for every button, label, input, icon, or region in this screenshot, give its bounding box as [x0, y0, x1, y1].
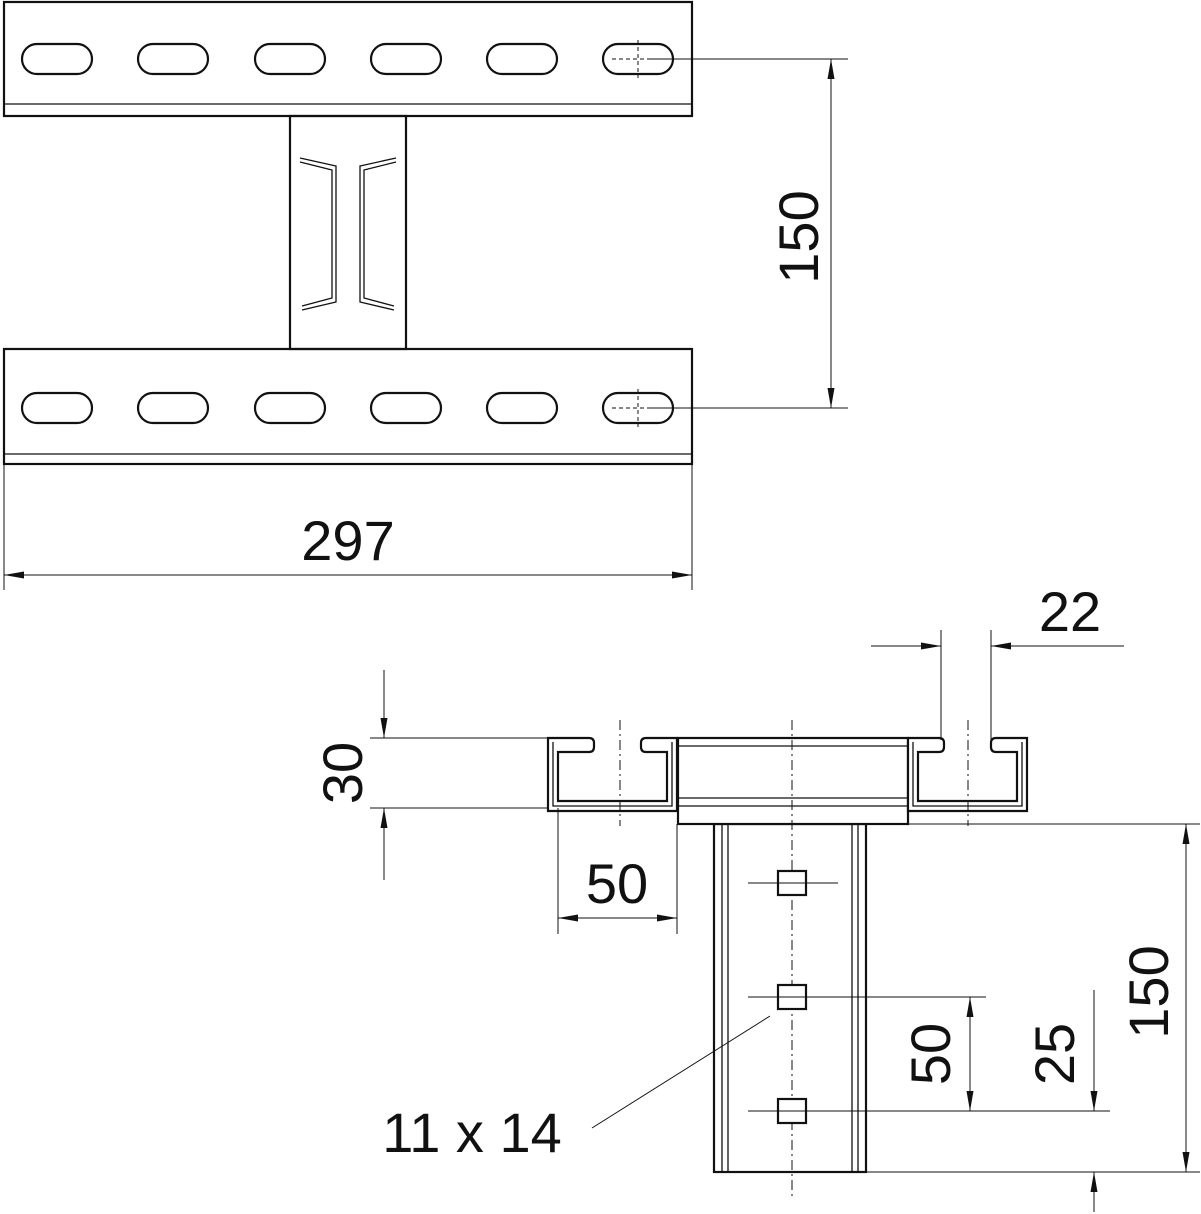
left-channel: [546, 736, 679, 813]
top-plate: [676, 736, 910, 826]
dim-hole-spacing-label: 50: [899, 1023, 962, 1085]
lower-rail-slots: [20, 391, 675, 425]
dim-flange-gap: 22: [871, 580, 1124, 740]
dim-side-height: 150: [866, 823, 1200, 1173]
post-holes: [748, 869, 1110, 1125]
dim-hole-spacing: 50: [899, 997, 974, 1111]
dim-channel-height: 30: [311, 670, 548, 880]
lower-rail: [2, 347, 694, 466]
dim-hole-offset: 25: [1023, 990, 1098, 1212]
dim-top-width-label: 297: [301, 509, 394, 572]
upper-rail: [2, 0, 694, 118]
dim-top-height-label: 150: [767, 190, 830, 283]
dim-side-height-label: 150: [1117, 945, 1180, 1038]
side-view: 22 30 50 150 50: [311, 580, 1200, 1212]
top-view: 150 297: [2, 0, 848, 590]
dim-top-width: 297: [3, 464, 693, 590]
hole-size-label: 11 x 14: [382, 1101, 562, 1164]
dim-top-height: 150: [650, 58, 848, 409]
dim-channel-width: 50: [557, 808, 678, 934]
center-web: [288, 114, 408, 351]
dim-channel-width-label: 50: [586, 852, 648, 915]
dim-channel-height-label: 30: [311, 742, 374, 804]
dim-hole-offset-label: 25: [1023, 1023, 1086, 1085]
upper-rail-slots: [20, 42, 675, 76]
hole-size-callout: 11 x 14: [382, 1015, 771, 1164]
dim-flange-gap-label: 22: [1039, 580, 1101, 643]
